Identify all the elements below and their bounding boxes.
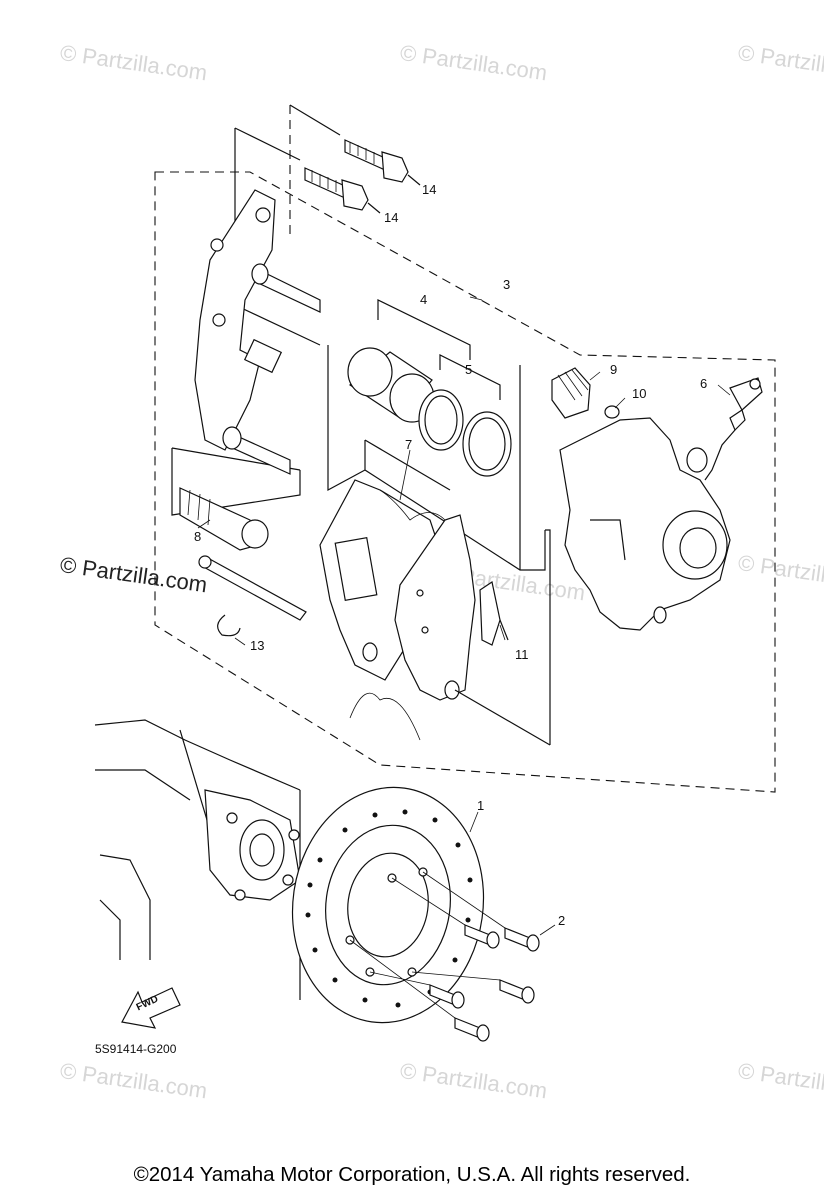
caliper-bracket xyxy=(194,189,321,475)
fwd-arrow xyxy=(121,987,181,1029)
callout-6: 6 xyxy=(700,376,708,391)
callout-1: 1 xyxy=(477,798,485,813)
callout-7: 7 xyxy=(405,437,413,452)
callout-10: 10 xyxy=(632,386,647,401)
disc-bolts-2 xyxy=(349,871,540,1042)
callout-4: 4 xyxy=(420,292,428,307)
bolt-14-upper xyxy=(344,139,421,186)
copyright-notice: ©2014 Yamaha Motor Corporation, U.S.A. A… xyxy=(133,1163,691,1186)
slide-pin-8 xyxy=(179,487,269,551)
callout-11: 11 xyxy=(515,647,529,662)
callout-14-lower: 14 xyxy=(384,210,399,225)
bleed-screw-6 xyxy=(704,377,763,481)
callout-13: 13 xyxy=(250,638,265,653)
bolt-14-lower xyxy=(304,167,381,214)
callout-9: 9 xyxy=(610,362,618,377)
pad-support-11 xyxy=(479,581,509,646)
pad-spring-lower xyxy=(349,692,421,741)
pad-pin xyxy=(198,555,307,621)
brake-pad-right xyxy=(394,514,476,701)
wheel-hub xyxy=(94,719,301,1000)
clip-13 xyxy=(217,614,241,637)
caliper-assembly-outline xyxy=(154,171,776,793)
boot-9 xyxy=(551,367,591,419)
brake-disc xyxy=(291,786,485,1024)
cap-10 xyxy=(604,405,620,419)
pad-spring-7 xyxy=(379,489,446,521)
diagram-code: 5S91414-G200 xyxy=(95,1042,177,1056)
caliper-body xyxy=(559,417,731,631)
callout-14-upper: 14 xyxy=(422,182,437,197)
callout-3: 3 xyxy=(503,277,511,292)
callout-5: 5 xyxy=(465,362,473,377)
brake-pad-left xyxy=(319,479,446,681)
piston-4 xyxy=(347,347,435,423)
seal-5 xyxy=(418,389,512,477)
callout-2: 2 xyxy=(558,913,566,928)
callout-8: 8 xyxy=(194,529,202,544)
